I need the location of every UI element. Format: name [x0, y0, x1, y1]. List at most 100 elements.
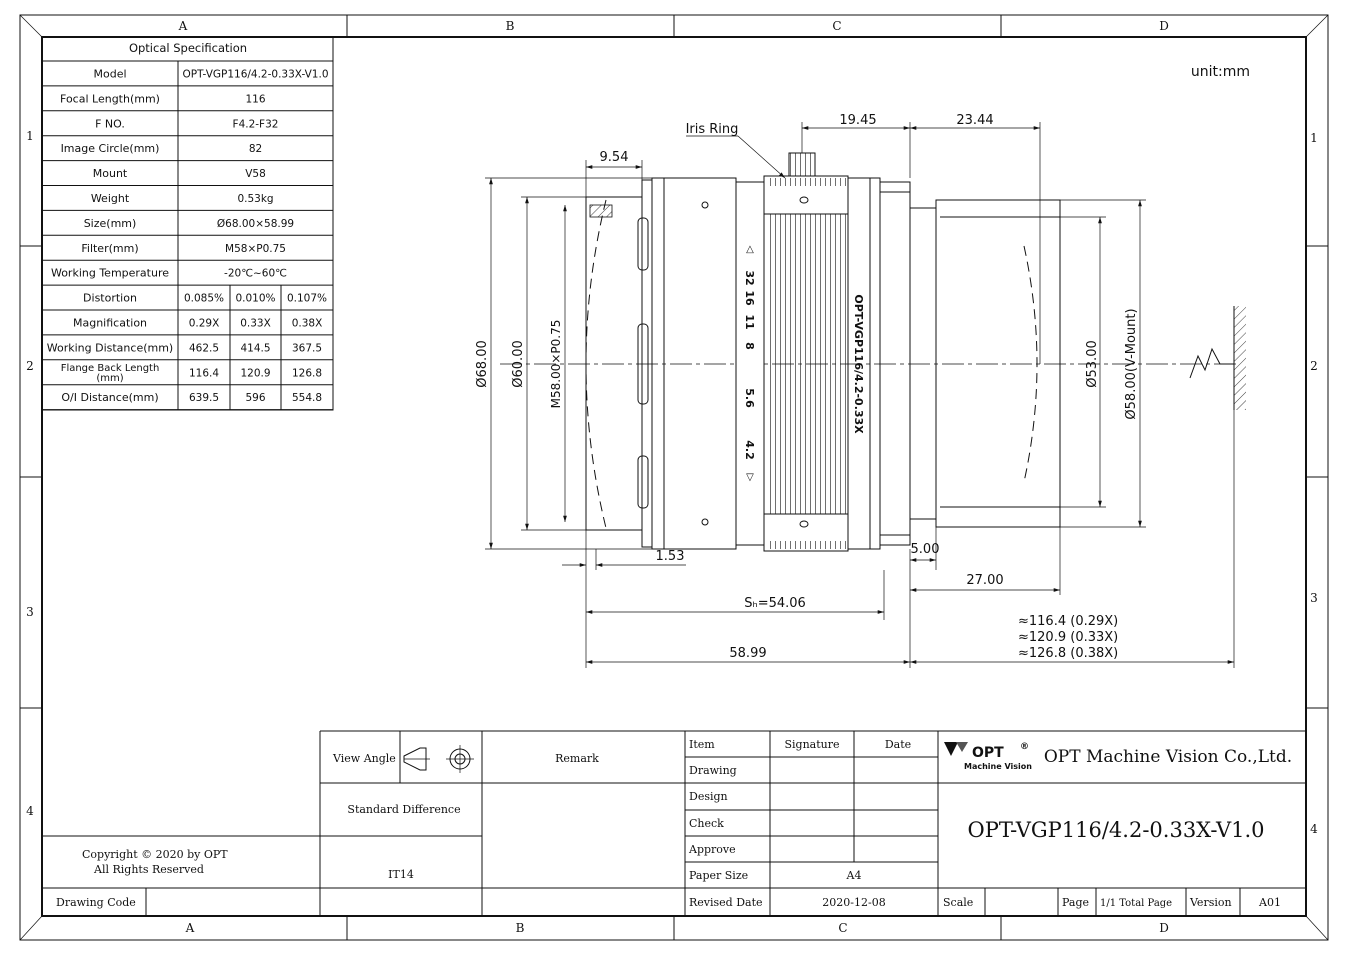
check-row-label: Check [689, 817, 724, 830]
spec-row-value: 367.5 [292, 342, 322, 354]
spec-row-value: 116.4 [189, 367, 219, 379]
spec-row-label: Working Distance(mm) [47, 341, 173, 354]
logo-text: OPT [972, 745, 1004, 761]
spec-row-value: 554.8 [292, 392, 322, 404]
col-label-bottom: C [838, 921, 847, 935]
drawing-row-label: Drawing [689, 764, 737, 777]
col-label-top: C [832, 19, 841, 33]
spec-row-label: O/I Distance(mm) [61, 391, 158, 404]
spec-row-label: Working Temperature [51, 267, 169, 280]
spec-row-value: V58 [245, 168, 266, 180]
spec-row-label: Distortion [83, 292, 137, 305]
item-header: Item [689, 738, 715, 751]
dim-23-44: 23.44 [956, 113, 993, 128]
approve-row-label: Approve [688, 843, 736, 856]
col-label-bottom: D [1159, 921, 1169, 935]
row-label-right: 4 [1310, 822, 1318, 836]
projection-symbol-icon [403, 745, 474, 773]
rear-lens-element [1023, 245, 1038, 483]
version-value: A01 [1258, 896, 1281, 909]
version-label: Version [1189, 896, 1232, 909]
lens-barrel [663, 177, 737, 550]
spec-row-value: OPT-VGP116/4.2-0.33X-V1.0 [182, 69, 328, 81]
col-label-top: B [506, 19, 515, 33]
spec-row-label: F NO. [95, 117, 125, 130]
barrel-model-text: OPT-VGP116/4.2-0.33X [852, 294, 865, 434]
v-mount-flange [909, 207, 937, 520]
logo-subtext: Machine Vision [964, 762, 1032, 771]
copyright-line-2: All Rights Reserved [93, 863, 204, 876]
spec-row-value: 0.38X [292, 318, 323, 330]
spec-row-value: 0.107% [287, 293, 327, 305]
page-label: Page [1062, 896, 1089, 909]
f-number-mark: 16 [743, 290, 756, 306]
dim-5-00: 5.00 [911, 542, 940, 557]
title-block [42, 730, 1306, 916]
dim-diameter-58-vmount: Ø58.00(V-Mount) [1124, 308, 1139, 419]
dim-filter-thread: M58.00×P0.75 [549, 320, 563, 409]
iris-lock-screw[interactable] [788, 152, 816, 177]
f-number-mark: 11 [743, 314, 756, 329]
dim-sh-54-06: Sₕ=54.06 [744, 596, 806, 611]
company-name: OPT Machine Vision Co.,Ltd. [1044, 747, 1292, 767]
dim-27-00: 27.00 [966, 573, 1003, 588]
spec-row-label: Filter(mm) [81, 242, 138, 255]
spec-title: Optical Specification [129, 41, 247, 55]
spec-row-label: Flange Back Length(mm) [61, 363, 160, 384]
date-header: Date [885, 738, 911, 751]
paper-size-label: Paper Size [689, 869, 748, 882]
drawing-code-label: Drawing Code [56, 896, 136, 909]
dim-1-53: 1.53 [656, 549, 685, 564]
opt-logo-icon: OPT ® Machine Vision [944, 742, 1032, 771]
dim-19-45: 19.45 [839, 113, 876, 128]
spec-row-value: 116 [245, 93, 265, 105]
spec-row-value: 0.53kg [237, 193, 273, 205]
part-number: OPT-VGP116/4.2-0.33X-V1.0 [967, 818, 1264, 842]
spec-row-label: Focal Length(mm) [60, 92, 160, 105]
spec-row-value: M58×P0.75 [225, 243, 286, 255]
standard-difference-label: Standard Difference [347, 803, 460, 816]
row-label-right: 2 [1310, 359, 1318, 373]
border-labels: A B C D A B C D 1 2 3 4 1 2 3 4 [26, 19, 1318, 935]
spec-row-value: 0.33X [240, 318, 271, 330]
unit-label: unit:mm [1191, 64, 1250, 80]
spec-row-value: 0.010% [235, 293, 275, 305]
spec-row-value: 82 [249, 143, 262, 155]
row-label-left: 2 [26, 359, 34, 373]
col-label-top: A [178, 19, 188, 33]
f-number-mark: 32 [743, 270, 756, 285]
spec-row-value: 120.9 [240, 367, 270, 379]
dim-diameter-53: Ø53.00 [1085, 340, 1100, 387]
col-label-bottom: B [516, 921, 525, 935]
rear-mount-tube [935, 199, 1061, 528]
dim-diameter-68: Ø68.00 [475, 340, 490, 387]
row-label-left: 1 [26, 129, 34, 143]
copyright-line-1: Copyright © 2020 by OPT [82, 848, 228, 861]
sheet-border [19, 14, 1329, 941]
scale-label: Scale [943, 896, 973, 909]
revised-date-label: Revised Date [689, 896, 763, 909]
svg-text:®: ® [1020, 742, 1029, 752]
spec-row-value: Ø68.00×58.99 [217, 218, 294, 230]
col-label-top: D [1159, 19, 1169, 33]
spec-row-label: Size(mm) [84, 217, 137, 230]
optical-spec-table: Optical Specification Model OPT-VGP116/4.… [41, 36, 334, 411]
svg-text:▽: ▽ [746, 472, 754, 483]
spec-row-value: 414.5 [240, 342, 270, 354]
flange-back-038x: ≈126.8 (0.38X) [1018, 646, 1118, 661]
row-label-left: 3 [26, 605, 34, 619]
title-block-text: Copyright © 2020 by OPT All Rights Reser… [56, 738, 1292, 909]
tolerance-value: IT14 [388, 868, 414, 881]
spec-row-label: Model [93, 68, 126, 81]
total-page-label: 1/1 Total Page [1100, 898, 1172, 909]
row-label-left: 4 [26, 804, 34, 818]
remark-label: Remark [555, 752, 599, 765]
svg-text:△: △ [746, 244, 754, 255]
iris-ring-label: Iris Ring [686, 122, 739, 137]
spec-row-value: 462.5 [189, 342, 219, 354]
row-label-right: 1 [1310, 131, 1318, 145]
col-label-bottom: A [185, 921, 195, 935]
spec-row-value: 0.085% [184, 293, 224, 305]
